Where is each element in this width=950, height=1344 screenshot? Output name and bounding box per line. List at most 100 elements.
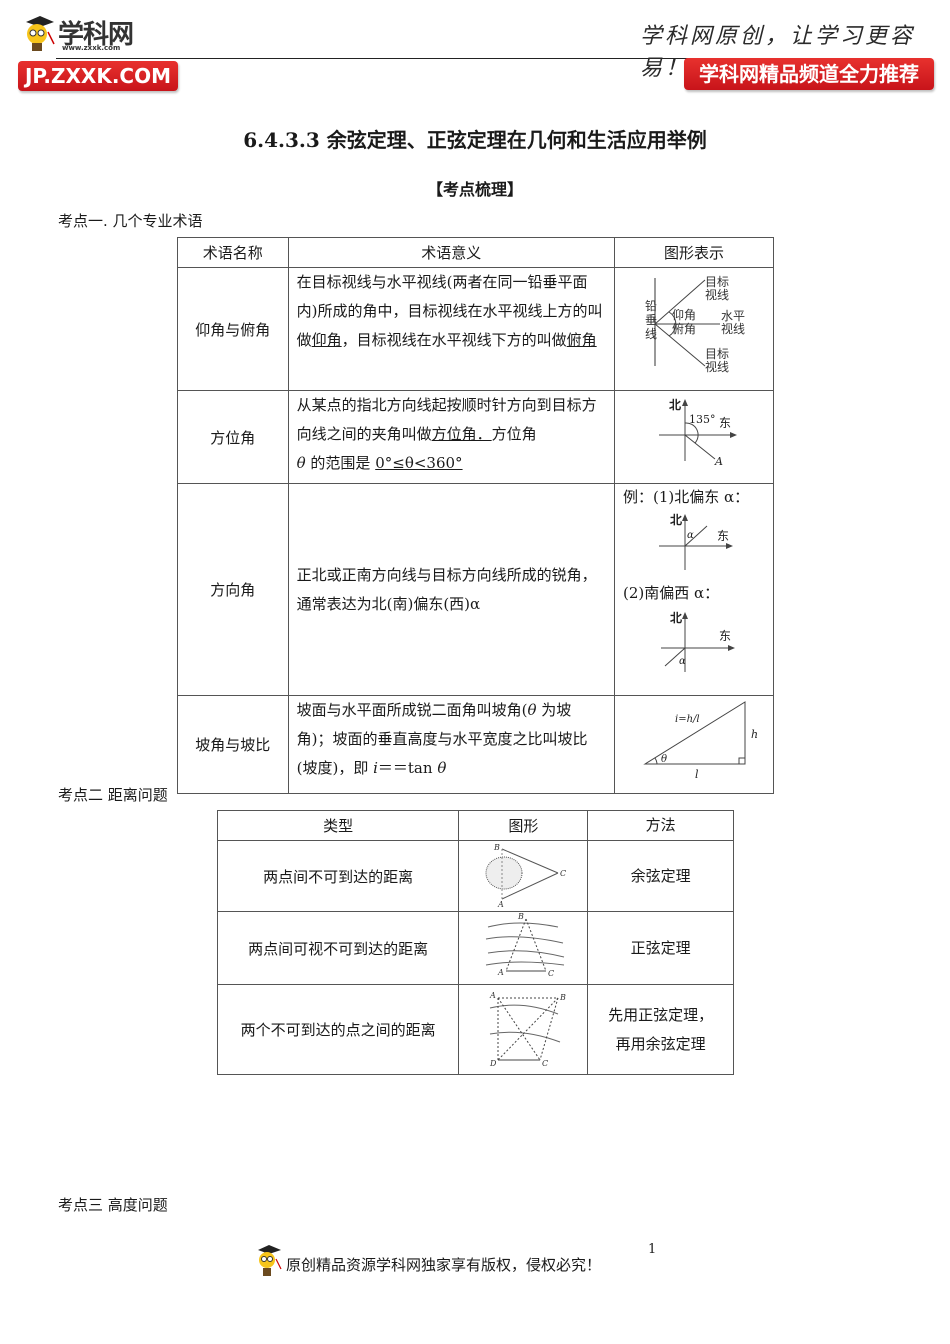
term-meaning: 在目标视线与水平视线(两者在同一铅垂平面内)所成的角中，目标视线在水平视线上方的… bbox=[287, 267, 615, 391]
direction-angle-figure: 例：(1)北偏东 α： 北 α 东 (2)南偏西 α： 北 α 东 bbox=[613, 483, 775, 696]
distance-figure: B C A bbox=[458, 840, 589, 912]
svg-text:A: A bbox=[489, 991, 496, 1000]
svg-text:A: A bbox=[714, 455, 723, 468]
term-name: 坡角与坡比 bbox=[177, 695, 289, 794]
document-title: 6.4.3.3 余弦定理、正弦定理在几何和生活应用举例 bbox=[243, 128, 707, 152]
theta-symbol: θ bbox=[296, 454, 306, 472]
point3-label: 考点三 高度问题 bbox=[58, 1196, 168, 1214]
term-name: 仰角与俯角 bbox=[177, 267, 289, 391]
point1-label: 考点一. 几个专业术语 bbox=[58, 212, 203, 230]
svg-text:北: 北 bbox=[670, 512, 682, 527]
svg-text:θ: θ bbox=[661, 754, 667, 765]
i-symbol: i bbox=[373, 759, 378, 777]
svg-text:A: A bbox=[497, 900, 504, 907]
method-line: 再用余弦定理 bbox=[615, 1034, 706, 1053]
section-heading: 【考点梳理】 bbox=[426, 180, 523, 199]
svg-text:垂: 垂 bbox=[645, 313, 657, 327]
meaning-text: 为坡角)；坡面的垂直高度与水平宽度之比叫坡比(坡度)，即 bbox=[296, 701, 588, 777]
svg-text:水平: 水平 bbox=[721, 309, 745, 323]
underlined-term: 俯角 bbox=[566, 331, 597, 349]
distance-type: 两点间可视不可到达的距离 bbox=[216, 911, 460, 985]
meaning-text: ，目标视线在水平视线下方的叫做 bbox=[341, 331, 567, 349]
header-type: 类型 bbox=[216, 810, 460, 841]
svg-text:东: 东 bbox=[717, 529, 729, 543]
copyright-notice: 原创精品资源学科网独家享有版权，侵权必究！ bbox=[286, 1256, 602, 1274]
method-line: 先用正弦定理， bbox=[608, 1005, 714, 1024]
svg-text:目标: 目标 bbox=[705, 275, 729, 289]
term-meaning: 正北或正南方向线与目标方向线所成的锐角，通常表达为北(南)偏东(西)α bbox=[287, 483, 615, 696]
term-name: 方向角 bbox=[177, 483, 289, 696]
recommend-badge[interactable]: 学科网精品频道全力推荐 bbox=[684, 58, 934, 90]
svg-text:h: h bbox=[751, 728, 758, 741]
terms-table: 术语名称 术语意义 图形表示 仰角与俯角 在目标视线与水平视线(两者在同一铅垂平… bbox=[177, 237, 775, 794]
method: 正弦定理 bbox=[587, 911, 734, 985]
meaning-text: 从某点的指北方向线起按顺时针方向到目标方向线之间的夹角叫做 bbox=[296, 396, 597, 443]
page-number: 1 bbox=[648, 1242, 657, 1257]
azimuth-figure: 北 135° 东 A bbox=[613, 390, 775, 484]
svg-text:目标: 目标 bbox=[705, 347, 729, 361]
svg-text:α: α bbox=[687, 530, 694, 541]
elevation-depression-diagram: 铅 垂 线 目标 视线 仰角 俯角 水平 视线 目标 视线 bbox=[645, 275, 745, 374]
svg-text:仰角: 仰角 bbox=[672, 307, 696, 322]
distance-figure: B A C bbox=[458, 911, 589, 985]
svg-text:东: 东 bbox=[719, 629, 731, 643]
header-divider bbox=[56, 58, 892, 59]
header-figure: 图形 bbox=[458, 810, 589, 841]
table-row: 两点间可视不可到达的距离 B A C 正弦定理 bbox=[216, 911, 734, 985]
distance-type: 两个不可到达的点之间的距离 bbox=[216, 984, 460, 1075]
header-method: 方法 bbox=[587, 810, 734, 841]
svg-text:俯角: 俯角 bbox=[672, 321, 696, 336]
slope-figure: θ i=h/l h l bbox=[613, 695, 775, 794]
point2-label: 考点二 距离问题 bbox=[58, 786, 168, 804]
underlined-term: 仰角 bbox=[311, 331, 342, 349]
header-term-name: 术语名称 bbox=[177, 237, 289, 268]
elevation-depression-figure: 铅 垂 线 目标 视线 仰角 俯角 水平 视线 目标 视线 bbox=[613, 267, 775, 391]
azimuth-diagram: 北 135° 东 A bbox=[658, 397, 737, 468]
theta-symbol: θ bbox=[437, 759, 447, 777]
svg-text:D: D bbox=[489, 1059, 497, 1068]
header-term-meaning: 术语意义 bbox=[287, 237, 615, 268]
mascot-logo-icon bbox=[26, 16, 55, 51]
table-row: 两点间不可到达的距离 B C A 余弦定理 bbox=[216, 840, 734, 912]
table-row: 方位角 从某点的指北方向线起按顺时针方向到目标方向线之间的夹角叫做方位角．方位角… bbox=[177, 390, 775, 484]
logo-text: 学科网 bbox=[58, 20, 134, 50]
svg-text:北: 北 bbox=[669, 397, 681, 412]
svg-text:铅: 铅 bbox=[645, 299, 657, 313]
example1-label: 例：(1)北偏东 α： bbox=[622, 488, 750, 506]
table-row: 方向角 正北或正南方向线与目标方向线所成的锐角，通常表达为北(南)偏东(西)α … bbox=[177, 483, 775, 696]
underlined-term: 方位角． bbox=[431, 425, 492, 443]
method: 余弦定理 bbox=[587, 840, 734, 912]
svg-text:视线: 视线 bbox=[721, 321, 745, 336]
header-figure: 图形表示 bbox=[613, 237, 775, 268]
method: 先用正弦定理， 再用余弦定理 bbox=[587, 984, 734, 1075]
meaning-text: 的范围是 bbox=[310, 454, 371, 472]
theta-symbol: θ bbox=[527, 701, 537, 719]
river-triangle-diagram: B A C bbox=[486, 912, 565, 978]
svg-text:C: C bbox=[548, 969, 554, 978]
mascot-footer-icon bbox=[258, 1245, 282, 1276]
svg-text:B: B bbox=[493, 843, 500, 852]
logo-url: www.zxxk.com bbox=[62, 44, 121, 52]
meaning-text: 坡面与水平面所成锐二面角叫坡角( bbox=[296, 701, 528, 719]
distance-table: 类型 图形 方法 两点间不可到达的距离 B C A 余弦定理 两点间可视不可到达… bbox=[216, 810, 734, 1075]
table-header-row: 类型 图形 方法 bbox=[216, 810, 734, 841]
north-east-diagram: 北 α 东 bbox=[658, 512, 733, 570]
table-row: 两个不可到达的点之间的距离 A B D C 先用正弦定理， 再用余弦定理 bbox=[216, 984, 734, 1075]
svg-text:视线: 视线 bbox=[705, 359, 729, 374]
svg-text:α: α bbox=[679, 656, 686, 667]
svg-text:A: A bbox=[497, 968, 504, 977]
svg-text:视线: 视线 bbox=[705, 287, 729, 302]
svg-text:135°: 135° bbox=[689, 413, 716, 426]
svg-text:北: 北 bbox=[670, 610, 682, 625]
table-header-row: 术语名称 术语意义 图形表示 bbox=[177, 237, 775, 268]
svg-text:东: 东 bbox=[719, 416, 731, 430]
quadrilateral-river-diagram: A B D C bbox=[489, 991, 566, 1068]
jp-zxxk-badge[interactable]: JP.ZXXK.COM bbox=[18, 61, 178, 91]
svg-text:B: B bbox=[517, 913, 524, 921]
svg-text:l: l bbox=[695, 768, 699, 781]
slope-triangle-diagram: θ i=h/l h l bbox=[643, 701, 758, 781]
meaning-text: 在目标视线与水平视线(两者在同一铅垂平面内)所成的角中，目标视线在水平视线上方的… bbox=[296, 273, 603, 349]
svg-text:i=h/l: i=h/l bbox=[675, 714, 700, 725]
table-row: 坡角与坡比 坡面与水平面所成锐二面角叫坡角(θ 为坡角)；坡面的垂直高度与水平宽… bbox=[177, 695, 775, 794]
